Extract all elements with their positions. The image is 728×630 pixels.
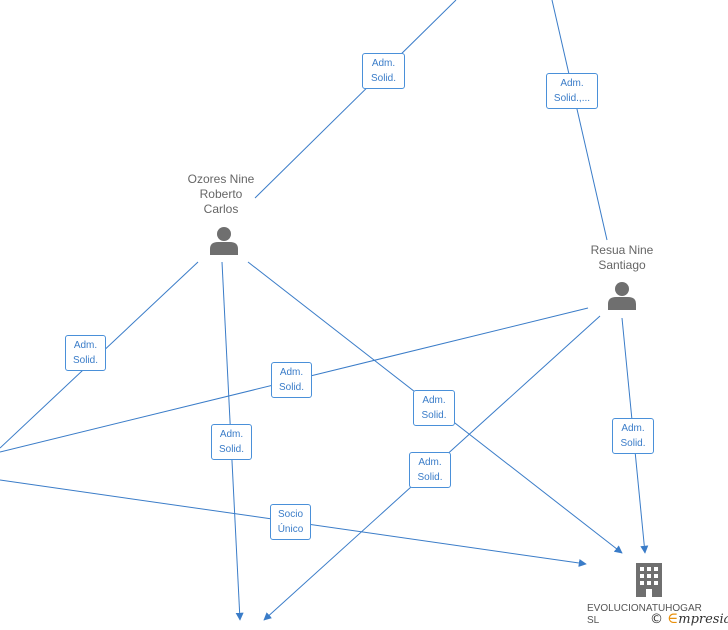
edge-label: Adm. Solid.	[413, 390, 455, 426]
edge-line	[551, 0, 608, 241]
edge-label: Socio Único	[270, 504, 311, 540]
person-name-resua[interactable]: Resua Nine Santiago	[590, 243, 654, 272]
copyright-symbol: ©	[650, 612, 663, 627]
empresia-logo-text: mpresia	[678, 612, 728, 627]
empresia-logo-e: ∈	[667, 609, 679, 627]
edge-label: Adm. Solid.,...	[546, 73, 598, 109]
edge-label: Adm. Solid.	[362, 53, 405, 89]
person-icon[interactable]	[210, 227, 238, 255]
edge-line	[254, 0, 457, 199]
company-name-text: EVOLUCIONATUHOGAR SL	[587, 603, 702, 626]
edge-label: Adm. Solid.	[409, 452, 451, 488]
person-icon[interactable]	[608, 282, 636, 310]
person-name-ozores[interactable]: Ozores Nine Roberto Carlos	[187, 172, 255, 216]
building-icon[interactable]	[636, 563, 662, 597]
edge-label: Adm. Solid.	[612, 418, 654, 454]
company-name[interactable]: EVOLUCIONATUHOGAR SL	[587, 603, 702, 627]
edge-label: Adm. Solid.	[211, 424, 252, 460]
edge-label: Adm. Solid.	[65, 335, 106, 371]
edge-label: Adm. Solid.	[271, 362, 312, 398]
empresia-watermark: © ∈mpresia	[650, 609, 728, 627]
